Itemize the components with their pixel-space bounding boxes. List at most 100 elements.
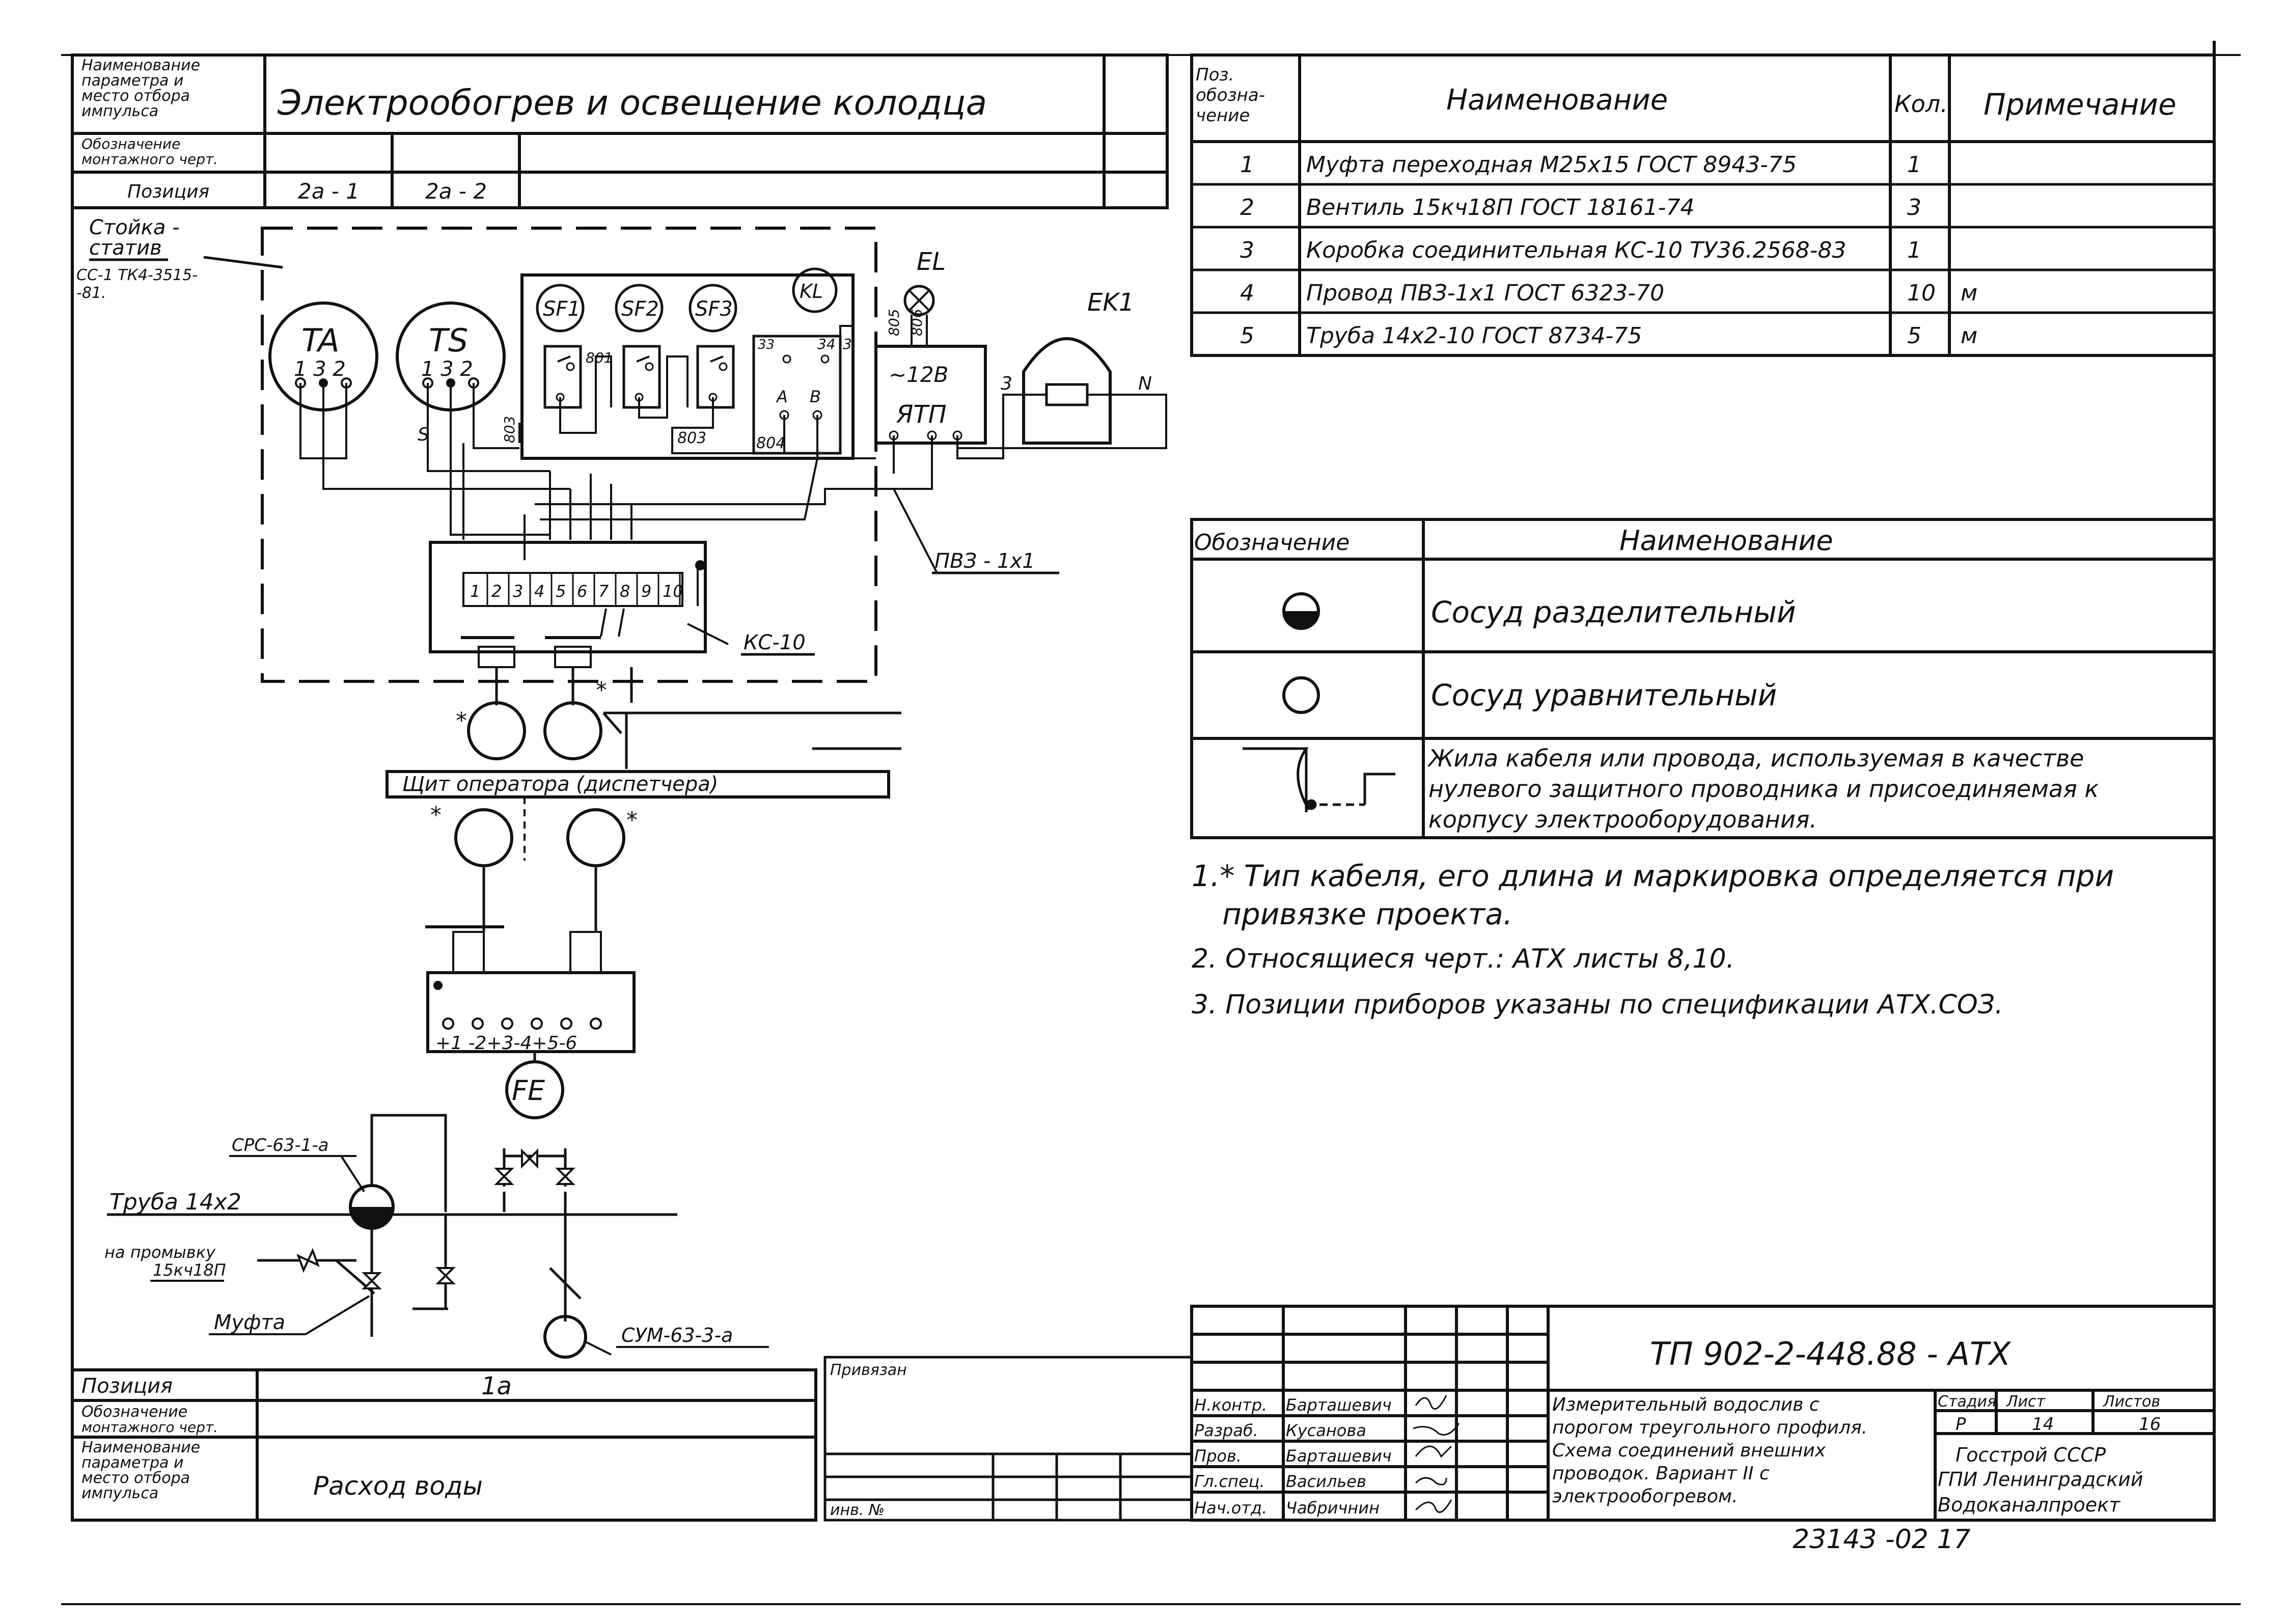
terminal-dot bbox=[531, 1017, 543, 1030]
svg-text:Васильев: Васильев bbox=[1286, 1472, 1366, 1491]
valves bbox=[296, 1148, 575, 1289]
svg-text:Нач.отд.: Нач.отд. bbox=[1194, 1498, 1267, 1518]
notes: 1.* Тип кабеля, его длина и маркировка о… bbox=[1192, 859, 2114, 1020]
svg-text:ПВЗ - 1х1: ПВЗ - 1х1 bbox=[934, 549, 1035, 573]
operator-panel: Щит оператора (диспетчера) bbox=[386, 770, 890, 799]
wire-callout: ПВЗ - 1х1 bbox=[893, 488, 1059, 574]
inventory-label: инв. № bbox=[830, 1501, 885, 1519]
stand-label: Стойка - статив СС-1 ТК4-3515- -81. bbox=[76, 216, 283, 302]
legend-symbol-ground-wire bbox=[1243, 747, 1395, 812]
svg-text:на промывку: на промывку bbox=[104, 1243, 216, 1262]
separating-vessel bbox=[349, 1184, 395, 1230]
svg-text:ГПИ Ленинградский: ГПИ Ленинградский bbox=[1938, 1468, 2143, 1491]
svg-text:Кусанова: Кусанова bbox=[1286, 1421, 1366, 1440]
svg-text:чение: чение bbox=[1196, 105, 1250, 126]
terminal-block: +1 -2+3-4+5-6 bbox=[425, 925, 636, 1054]
svg-text:15кч18П: 15кч18П bbox=[153, 1260, 226, 1280]
svg-text:привязке проекта.: привязке проекта. bbox=[1222, 897, 1512, 931]
svg-text:Обозначение: Обозначение bbox=[81, 1403, 187, 1421]
svg-text:34: 34 bbox=[817, 336, 836, 352]
svg-text:-81.: -81. bbox=[76, 284, 106, 302]
transformer-ytp: ~12В ЯТП bbox=[874, 345, 987, 445]
svg-text:параметра и: параметра и bbox=[81, 1454, 183, 1472]
breaker-sf3: SF3 bbox=[689, 284, 737, 409]
svg-text:801: 801 bbox=[586, 349, 613, 366]
document-code: ТП 902-2-448.88 - АТХ bbox=[1650, 1335, 2012, 1372]
terminal-dot bbox=[590, 1017, 602, 1030]
svg-text:Муфта: Муфта bbox=[214, 1311, 285, 1334]
terminal-dots bbox=[442, 1017, 602, 1030]
heater-ek1: EK1 3 N bbox=[1001, 288, 1152, 445]
svg-text:Стойка -: Стойка - bbox=[89, 216, 180, 239]
svg-text:*: * bbox=[596, 677, 607, 703]
svg-text:КС-10: КС-10 bbox=[744, 631, 806, 654]
internal-wiring bbox=[299, 325, 1167, 560]
terminal-dot bbox=[472, 1017, 484, 1030]
relay-kl: KL 33 34 3 A B bbox=[752, 267, 852, 455]
svg-text:Гл.спец.: Гл.спец. bbox=[1194, 1472, 1265, 1491]
tl-position-2: 2а - 2 bbox=[425, 179, 487, 204]
svg-text:Барташевич: Барташевич bbox=[1286, 1395, 1392, 1415]
leveling-vessel bbox=[543, 1315, 612, 1359]
svg-text:Стадия: Стадия bbox=[1938, 1393, 1996, 1411]
svg-text:1а: 1а bbox=[481, 1372, 512, 1400]
spec-qty: 1 bbox=[1907, 237, 1921, 263]
svg-text:Позиция: Позиция bbox=[81, 1374, 173, 1398]
terminal-number: 9 bbox=[641, 582, 651, 601]
tl-label-line: место отбора bbox=[81, 87, 190, 105]
svg-text:Наименование: Наименование bbox=[1619, 525, 1833, 557]
svg-text:EK1: EK1 bbox=[1087, 288, 1134, 317]
spec-name: Провод ПВЗ-1х1 ГОСТ 6323-70 bbox=[1306, 280, 1664, 306]
tl-position-1: 2а - 1 bbox=[298, 179, 360, 204]
svg-text:*: * bbox=[626, 807, 638, 833]
svg-text:Пров.: Пров. bbox=[1194, 1446, 1242, 1466]
svg-text:проводок. Вариант II с: проводок. Вариант II с bbox=[1552, 1463, 1770, 1484]
terminal-dot bbox=[560, 1017, 572, 1030]
svg-text:KL: KL bbox=[800, 280, 823, 302]
terminal-number: 3 bbox=[513, 582, 523, 601]
spec-pos: 4 bbox=[1240, 280, 1254, 306]
svg-text:*: * bbox=[430, 802, 442, 828]
svg-text:~12В: ~12В bbox=[889, 362, 948, 387]
binding-table bbox=[823, 1356, 1193, 1522]
svg-text:Разраб.: Разраб. bbox=[1194, 1421, 1258, 1440]
bottom-left-table bbox=[71, 208, 817, 1522]
terminal-number: 8 bbox=[620, 582, 630, 601]
svg-text:33: 33 bbox=[758, 337, 775, 352]
svg-text:Листов: Листов bbox=[2103, 1393, 2160, 1411]
svg-text:14: 14 bbox=[2032, 1414, 2054, 1435]
transmitters-upper: * * bbox=[456, 677, 607, 760]
terminal-number: 10 bbox=[663, 582, 683, 601]
spec-pos: 2 bbox=[1240, 195, 1254, 221]
terminal-number: 2 bbox=[491, 582, 502, 601]
svg-text:N: N bbox=[1138, 373, 1152, 394]
svg-text:1.* Тип кабеля, его длина и ма: 1.* Тип кабеля, его длина и маркировка о… bbox=[1192, 859, 2114, 893]
svg-text:804: 804 bbox=[756, 434, 785, 452]
spec-note: м bbox=[1961, 280, 1977, 306]
svg-text:электрообогревом.: электрообогревом. bbox=[1552, 1486, 1738, 1507]
spec-name: Вентиль 15кч18П ГОСТ 18161-74 bbox=[1306, 195, 1694, 221]
svg-text:место отбора: место отбора bbox=[81, 1469, 190, 1487]
svg-text:SF2: SF2 bbox=[621, 297, 659, 321]
tl-label-line: монтажного черт. bbox=[81, 151, 218, 168]
legend-table-text: Обозначение Наименование Сосуд разделите… bbox=[1194, 525, 2099, 833]
terminal-dot bbox=[501, 1017, 513, 1030]
hydraulic-piping bbox=[107, 1114, 677, 1337]
svg-text:Сосуд уравнительный: Сосуд уравнительный bbox=[1431, 678, 1777, 712]
tl-title: Электрообогрев и освещение колодца bbox=[277, 83, 987, 123]
svg-text:Поз.: Поз. bbox=[1196, 65, 1234, 85]
svg-text:Кол.: Кол. bbox=[1894, 90, 1948, 118]
signature-marks bbox=[1413, 1395, 1460, 1513]
svg-text:B: B bbox=[810, 387, 821, 406]
svg-text:805: 805 bbox=[886, 309, 902, 336]
spec-qty: 1 bbox=[1907, 152, 1921, 178]
terminal-number: 5 bbox=[556, 582, 566, 601]
svg-text:Барташевич: Барташевич bbox=[1286, 1446, 1392, 1466]
binding-label: Привязан bbox=[830, 1361, 907, 1379]
spec-pos: 5 bbox=[1240, 323, 1254, 349]
svg-text:Схема соединений внешних: Схема соединений внешних bbox=[1552, 1440, 1826, 1461]
lower-wiring bbox=[495, 667, 901, 769]
